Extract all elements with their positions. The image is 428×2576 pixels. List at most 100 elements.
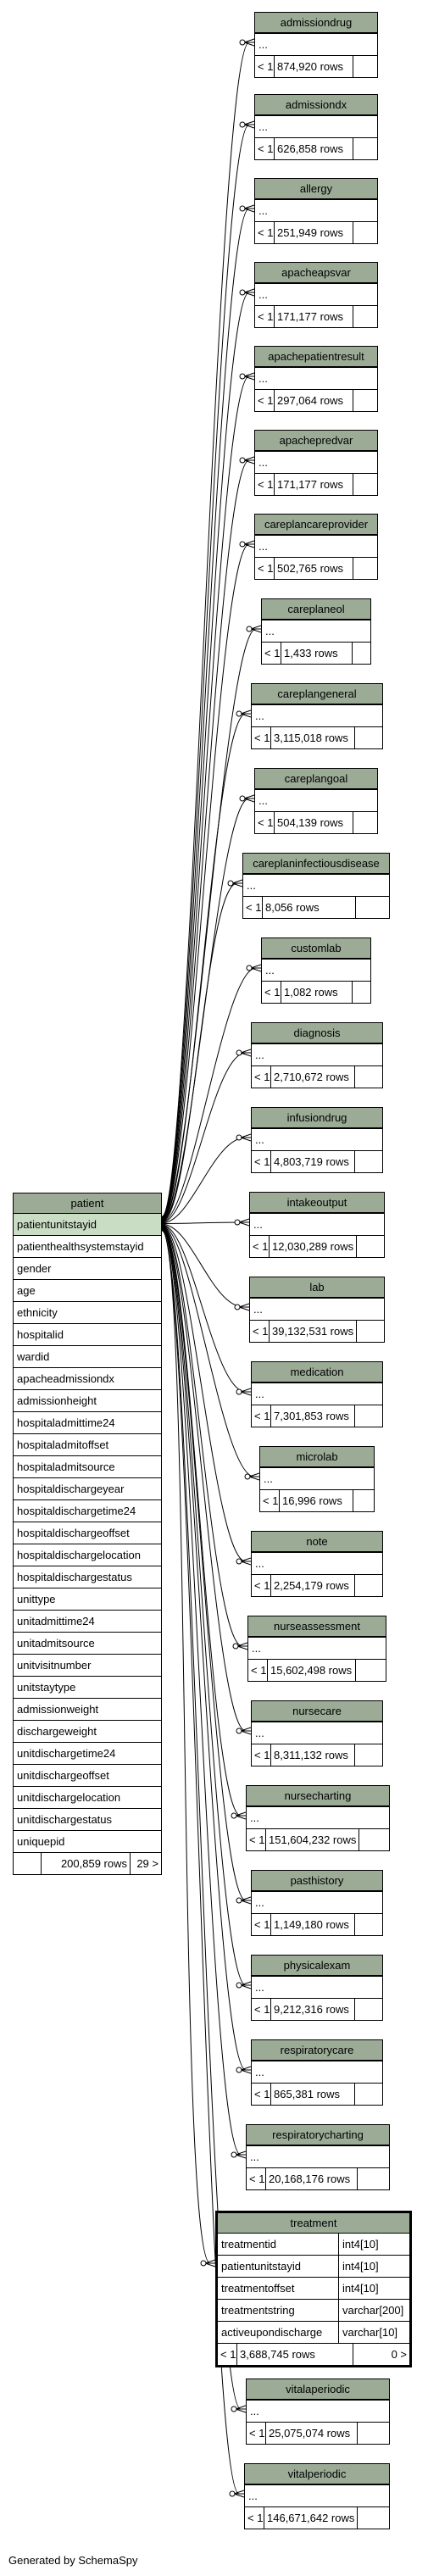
table-title[interactable]: vitalperiodic — [245, 2464, 389, 2484]
column-row[interactable]: hospitaladmittime24 — [14, 1411, 161, 1433]
parent-count[interactable]: < 1 — [247, 1829, 266, 1850]
column-row[interactable]: ethnicity — [14, 1301, 161, 1323]
table-title[interactable]: lab — [250, 1277, 384, 1298]
table-title[interactable]: medication — [252, 1362, 382, 1383]
table-title[interactable]: careplancareprovider — [255, 515, 377, 535]
parent-count[interactable]: < 1 — [250, 1236, 270, 1257]
children-count[interactable]: 29 > — [136, 1857, 158, 1870]
table-title[interactable]: careplangeneral — [252, 684, 382, 704]
column-row[interactable]: gender — [14, 1257, 161, 1279]
table-title[interactable]: admissiondrug — [255, 13, 377, 33]
column-row[interactable]: patienthealthsystemstayid — [14, 1235, 161, 1257]
table-title[interactable]: careplaninfectiousdisease — [243, 854, 389, 874]
column-row[interactable]: hospitaldischargelocation — [14, 1544, 161, 1566]
table-title[interactable]: nursecare — [252, 1701, 382, 1722]
table-title[interactable]: apachepatientresult — [255, 347, 377, 367]
table-title[interactable]: apacheapsvar — [255, 263, 377, 283]
column-row[interactable]: unitdischargelocation — [14, 1786, 161, 1808]
parent-count[interactable]: < 1 — [247, 2423, 266, 2444]
parent-count[interactable]: < 1 — [252, 1575, 271, 1596]
column-row[interactable]: hospitaldischargetime24 — [14, 1499, 161, 1522]
parent-count[interactable]: < 1 — [255, 390, 275, 411]
table-title[interactable]: note — [252, 1532, 382, 1552]
parent-count[interactable]: < 1 — [245, 2507, 264, 2529]
table-title[interactable]: infusiondrug — [252, 1108, 382, 1128]
parent-count[interactable]: < 1 — [252, 1999, 271, 2020]
parent-count[interactable]: < 1 — [252, 1744, 271, 1766]
parent-count[interactable]: < 1 — [247, 2168, 266, 2189]
table-title[interactable]: physicalexam — [252, 1956, 382, 1976]
column-row[interactable]: patientunitstayid — [14, 1214, 161, 1235]
column-row[interactable]: hospitaldischargeoffset — [14, 1522, 161, 1544]
parent-count[interactable]: < 1 — [255, 558, 275, 579]
table-title[interactable]: patient — [14, 1193, 161, 1214]
table-title[interactable]: respiratorycharting — [247, 2125, 389, 2145]
column-row[interactable]: unitvisitnumber — [14, 1654, 161, 1676]
column-row[interactable]: unitdischargestatus — [14, 1808, 161, 1830]
parent-count[interactable]: < 1 — [255, 56, 275, 77]
parent-count[interactable]: < 1 — [252, 1066, 271, 1088]
parent-count[interactable]: < 1 — [252, 1151, 271, 1172]
column-row[interactable]: hospitaldischargeyear — [14, 1477, 161, 1499]
parent-count[interactable]: < 1 — [255, 138, 275, 159]
parent-count[interactable]: < 1 — [252, 1405, 271, 1427]
column-row[interactable]: unitadmitsource — [14, 1632, 161, 1654]
column-row[interactable]: hospitaldischargestatus — [14, 1566, 161, 1588]
parent-count[interactable]: < 1 — [260, 1490, 280, 1511]
parent-count[interactable]: < 1 — [255, 306, 275, 327]
table-title[interactable]: treatment — [218, 2213, 409, 2234]
table-title[interactable]: intakeoutput — [250, 1193, 384, 1213]
table-title[interactable]: vitalaperiodic — [247, 2379, 389, 2400]
column-row[interactable]: unitdischargeoffset — [14, 1764, 161, 1786]
parent-count[interactable]: < 1 — [255, 812, 275, 833]
table-title[interactable]: allergy — [255, 179, 377, 199]
column-row[interactable]: unitstaytype — [14, 1676, 161, 1698]
column-row[interactable]: admissionweight — [14, 1698, 161, 1720]
column-row[interactable]: hospitaladmitoffset — [14, 1433, 161, 1455]
column-row[interactable]: unittype — [14, 1588, 161, 1610]
table-title[interactable]: microlab — [260, 1447, 374, 1467]
table-title[interactable]: careplaneol — [262, 599, 370, 620]
parent-count[interactable]: < 1 — [262, 982, 281, 1003]
table-title[interactable]: customlab — [262, 938, 370, 959]
table-title[interactable]: diagnosis — [252, 1023, 382, 1043]
table-title[interactable]: apachepredvar — [255, 431, 377, 451]
table-title[interactable]: nursecharting — [247, 1786, 389, 1806]
column-row[interactable]: hospitaladmitsource — [14, 1455, 161, 1477]
column-row[interactable]: apacheadmissiondx — [14, 1367, 161, 1389]
column-row[interactable]: unitdischargetime24 — [14, 1742, 161, 1764]
parent-count[interactable]: < 1 — [255, 474, 275, 495]
table-title[interactable]: pasthistory — [252, 1871, 382, 1891]
table-title[interactable]: nurseassessment — [248, 1616, 386, 1637]
column-row[interactable]: unitadmittime24 — [14, 1610, 161, 1632]
table-title[interactable]: respiratorycare — [252, 2040, 382, 2061]
